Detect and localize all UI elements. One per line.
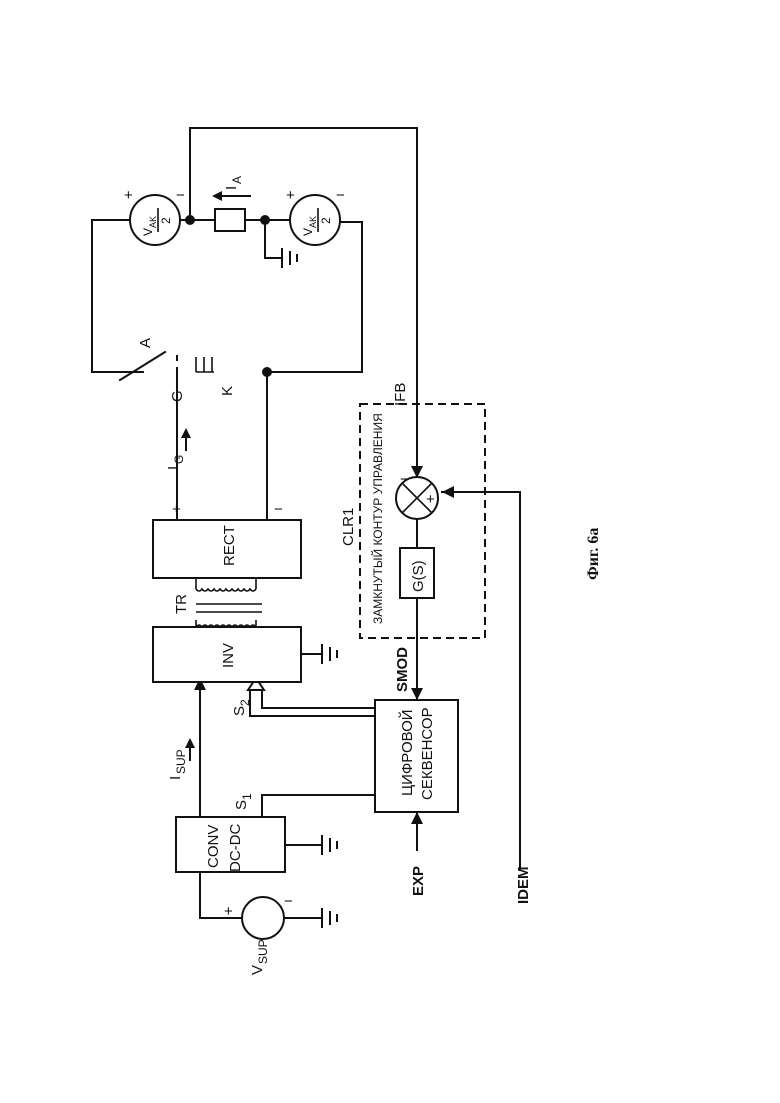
junction-dot [260,215,270,225]
inv-block: INV [153,627,301,682]
figure-caption: Фиг. 6а [585,528,602,580]
electron-tube: A G K [120,338,236,402]
smod-label: SMOD [394,647,411,692]
transformer: TR [173,578,262,627]
s2-label: S [231,706,248,716]
conv-label-2: DC-DC [227,824,244,872]
ground-icon [322,908,337,928]
voltmeter-1: V AK 2 + − [124,187,185,245]
s2-label-sub: 2 [238,699,252,706]
anode-label: A [137,338,154,348]
exp-label: EXP [410,866,427,896]
sequencer-label-1: ЦИФРОВОЙ [398,709,416,796]
rect-minus: − [274,501,283,518]
rect-label: RECT [221,525,238,566]
ground-icon [282,248,297,268]
rect-plus: + [172,501,181,518]
voltmeter1-plus: + [124,187,133,204]
ig-label-sub: G [172,455,186,464]
ifb-label: IFB [392,383,409,406]
voltmeter2-minus: − [336,187,345,204]
ia-indicator: I A [212,176,250,201]
supply-plus: + [224,903,233,920]
voltmeter2-ak: AK [308,216,318,228]
supply-source: + − V SUP [224,893,293,975]
s1-label: S [233,800,250,810]
supply-label-sub: SUP [256,939,270,964]
ig-label: I [165,466,182,470]
sequencer-label-2: СЕКВЕНСОР [419,707,436,800]
supply-label: V [249,965,266,975]
isup-indicator: I SUP [167,738,195,780]
voltmeter1-v: V [141,228,155,236]
junction-dot [262,367,272,377]
rect-block: RECT + − [153,501,301,578]
clr1-name: CLR1 [340,508,357,546]
isup-label: I [167,776,184,780]
transformer-label: TR [173,594,190,614]
ground-icon [322,835,337,855]
digital-sequencer: ЦИФРОВОЙ СЕКВЕНСОР [375,700,458,812]
voltmeter1-ak: AK [148,216,158,228]
ia-label: I [223,186,240,190]
idem-label: IDEM [515,867,532,905]
conv-block: CONV DC-DC [176,817,285,872]
voltmeter2-plus: + [286,187,295,204]
transfer-function-label: G(S) [410,560,427,592]
inv-label: INV [220,643,237,668]
voltmeter-2: V AK 2 + − [286,187,345,245]
junctions [185,215,272,377]
voltmeter1-minus: − [176,187,185,204]
isup-label-sub: SUP [174,749,188,774]
clr1-title: ЗАМКНУТЫЙ КОНТУР УПРАВЛЕНИЯ [370,413,385,624]
junction-dot [185,215,195,225]
voltmeter2-v: V [301,228,315,236]
supply-minus: − [284,893,293,910]
resistor [215,209,245,231]
grid-label: G [169,390,186,402]
sum-minus: − [400,471,409,488]
ia-label-sub: A [230,176,244,184]
cathode-label: K [219,386,236,396]
sum-plus: + [426,491,435,508]
conv-label-1: CONV [205,825,222,868]
voltmeter1-div: 2 [159,217,173,224]
ground-icon [322,644,337,664]
clr1-region: CLR1 ЗАМКНУТЫЙ КОНТУР УПРАВЛЕНИЯ − + G(S… [340,404,485,638]
s1-label-sub: 1 [240,793,254,800]
voltmeter2-div: 2 [319,217,333,224]
